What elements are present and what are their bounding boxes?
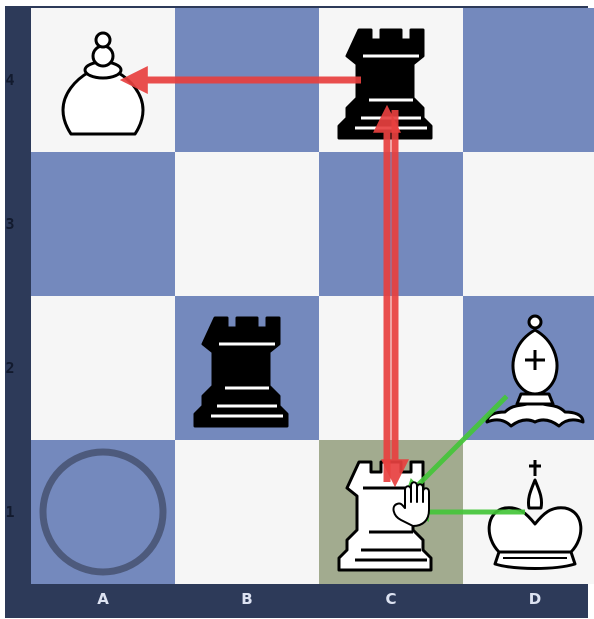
- square-d3[interactable]: [463, 152, 594, 296]
- square-b3[interactable]: [175, 152, 319, 296]
- black-rook-c4-icon[interactable]: [319, 8, 463, 152]
- chess-board[interactable]: [31, 8, 594, 584]
- rank-label-2: 2: [0, 359, 20, 377]
- square-d4[interactable]: [463, 8, 594, 152]
- white-rook-c1-icon[interactable]: [319, 440, 463, 584]
- square-a3[interactable]: [31, 152, 175, 296]
- rank-label-3: 3: [0, 215, 20, 233]
- rank-label-4: 4: [0, 71, 20, 89]
- file-label-b: B: [175, 590, 319, 608]
- square-b4[interactable]: [175, 8, 319, 152]
- white-bishop-d2-icon[interactable]: [463, 296, 594, 440]
- square-b1[interactable]: [175, 440, 319, 584]
- rank-label-1: 1: [0, 503, 20, 521]
- square-a2[interactable]: [31, 296, 175, 440]
- file-label-a: A: [31, 590, 175, 608]
- file-label-c: C: [319, 590, 463, 608]
- black-rook-b2-icon[interactable]: [175, 296, 319, 440]
- white-pawn-a4-icon[interactable]: [31, 8, 175, 152]
- square-a1[interactable]: [31, 440, 175, 584]
- square-c3[interactable]: [319, 152, 463, 296]
- file-label-d: D: [463, 590, 594, 608]
- square-c2[interactable]: [319, 296, 463, 440]
- white-king-d1-icon[interactable]: [463, 440, 594, 584]
